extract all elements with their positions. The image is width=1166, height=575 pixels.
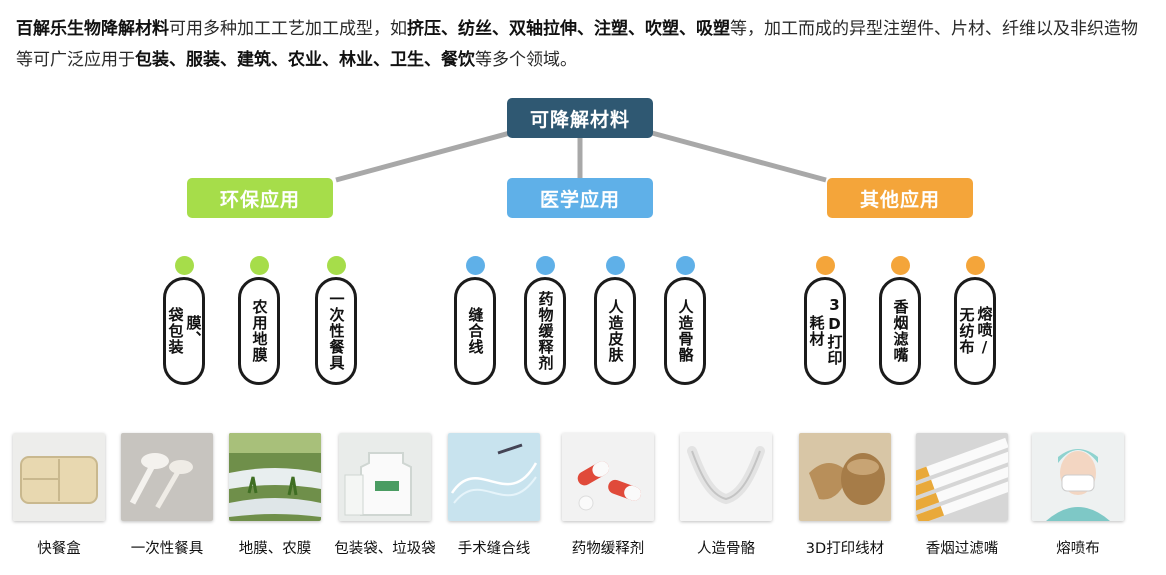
- leaf-label: 一次性餐具: [327, 291, 346, 371]
- intro-text: 等多个领域。: [475, 50, 577, 70]
- leaf-label: 3D打印: [825, 296, 844, 366]
- link-root-other: [651, 130, 827, 183]
- intro-bold-text: 挤压、纺丝、双轴拉伸、注塑、吹塑、吸塑: [407, 19, 730, 39]
- product-caption: 熔喷布: [1056, 541, 1100, 557]
- leaf-node: 一次性餐具: [315, 277, 357, 385]
- product-caption: 3D打印线材: [805, 541, 885, 557]
- leaf-dot: [249, 256, 269, 275]
- lunch-box-image: [13, 433, 105, 521]
- intro-text: 等，加工而成的异型注塑件、片材、纤维以及非织造物等可广泛应用于: [16, 19, 1138, 70]
- category-label: 其他应用: [859, 188, 940, 211]
- product-caption: 包装袋、垃圾袋: [334, 541, 436, 557]
- cigarette-filter-image: [916, 433, 1008, 521]
- leaf-node: 香烟滤嘴: [879, 277, 921, 385]
- leaf-node: 药物缓释剂: [524, 277, 566, 385]
- leaf-node: 熔喷/无纺布: [954, 277, 996, 385]
- leaf-dot: [815, 256, 835, 275]
- leaf-label: 袋包装: [166, 307, 185, 355]
- leaf-dot: [675, 256, 695, 275]
- product-caption: 一次性餐具: [130, 541, 204, 557]
- leaf-dot: [465, 256, 485, 275]
- product-caption: 手术缝合线: [457, 541, 531, 557]
- leaf-dot: [965, 256, 985, 275]
- intro-bold-text: 包装、服装、建筑、农业、林业、卫生、餐饮: [135, 50, 475, 70]
- category-label: 医学应用: [539, 188, 620, 211]
- leaf-label: 无纺布: [957, 307, 976, 355]
- product-caption: 人造骨骼: [697, 541, 755, 557]
- leaf-node: 人造皮肤: [594, 277, 636, 385]
- leaf-label: 耗材: [807, 315, 826, 347]
- leaf-node: 农用地膜: [238, 277, 280, 385]
- category-environmental: 环保应用: [187, 178, 333, 218]
- 3d-print-image: [799, 433, 891, 521]
- leaf-dot: [326, 256, 346, 275]
- capsule-image: [562, 433, 654, 521]
- intro-bold-text: 百解乐生物降解材料: [16, 19, 169, 39]
- product-caption: 快餐盒: [37, 541, 81, 557]
- leaf-node: 膜、袋包装: [163, 277, 205, 385]
- leaf-dot: [890, 256, 910, 275]
- suture-image: [448, 433, 540, 521]
- leaf-label: 膜、: [184, 315, 203, 347]
- bone-image: [680, 433, 772, 521]
- cutlery-image: [121, 433, 213, 521]
- leaf-label: 农用地膜: [250, 299, 269, 363]
- category-label: 环保应用: [219, 188, 300, 211]
- leaf-node: 3D打印耗材: [804, 277, 846, 385]
- category-other: 其他应用: [827, 178, 973, 218]
- leaf-label: 缝合线: [466, 307, 485, 355]
- leaf-label: 熔喷/: [975, 305, 994, 357]
- leaf-label: 香烟滤嘴: [891, 299, 910, 363]
- meltblown-image: [1032, 433, 1124, 521]
- link-root-environmental: [335, 130, 511, 183]
- product-caption: 香烟过滤嘴: [925, 541, 999, 557]
- category-medical: 医学应用: [507, 178, 653, 218]
- leaf-label: 药物缓释剂: [536, 291, 555, 371]
- mulch-film-image: [229, 433, 321, 521]
- leaf-node: 缝合线: [454, 277, 496, 385]
- intro-text: 可用多种加工工艺加工成型，如: [169, 19, 407, 39]
- bag-image: [339, 433, 431, 521]
- leaf-dot: [605, 256, 625, 275]
- product-caption: 药物缓释剂: [571, 541, 645, 557]
- leaf-node: 人造骨骼: [664, 277, 706, 385]
- root-node: 可降解材料: [507, 98, 653, 138]
- root-node-label: 可降解材料: [529, 108, 630, 131]
- leaf-dot: [535, 256, 555, 275]
- product-caption: 地膜、农膜: [238, 541, 312, 557]
- leaf-dot: [174, 256, 194, 275]
- intro-paragraph: 百解乐生物降解材料可用多种加工工艺加工成型，如挤压、纺丝、双轴拉伸、注塑、吹塑、…: [16, 14, 1146, 76]
- leaf-label: 人造骨骼: [676, 299, 695, 363]
- leaf-label: 人造皮肤: [606, 299, 625, 363]
